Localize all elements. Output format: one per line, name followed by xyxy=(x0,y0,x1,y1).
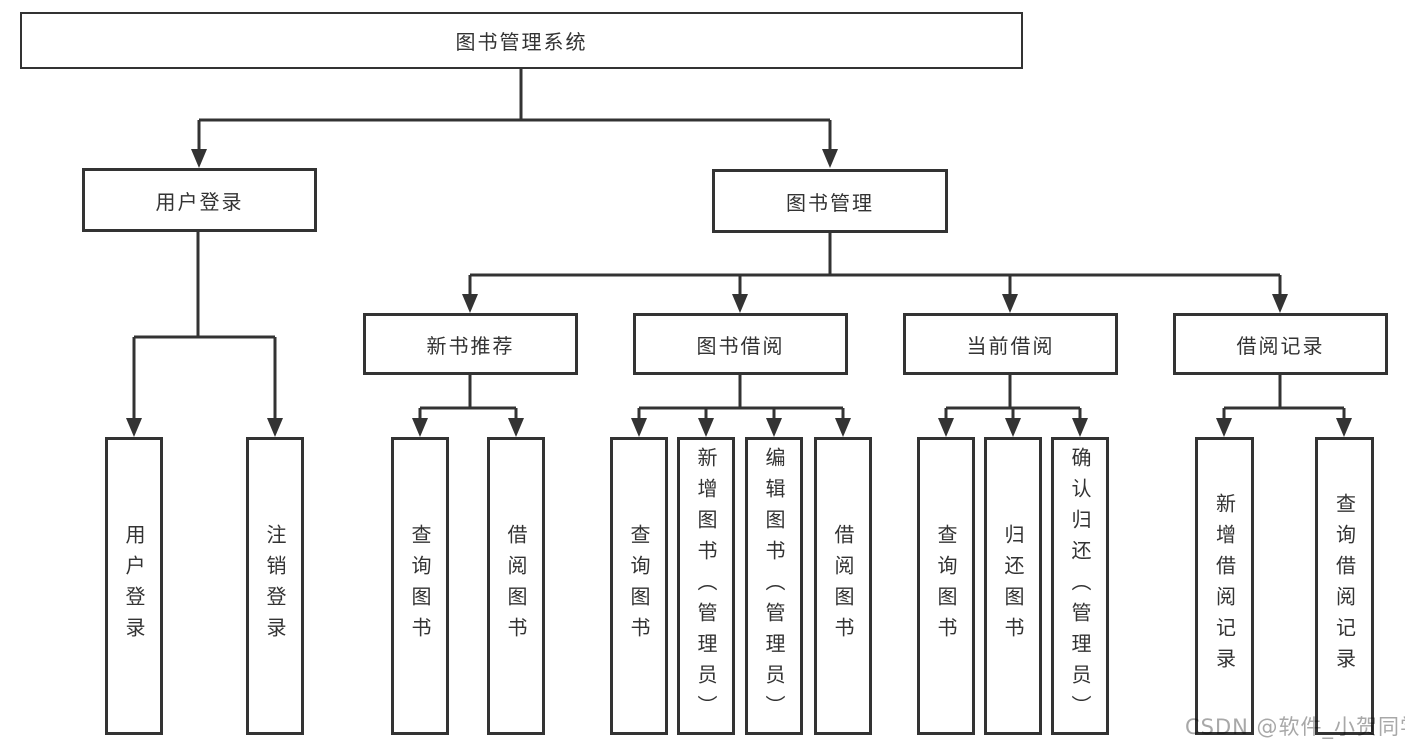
leaf-newbook-borrow-books-label: 借阅图书 xyxy=(504,524,528,648)
arrowheads xyxy=(126,149,1352,437)
leaf-confirm-return-admin-label: 确认归还（管理员） xyxy=(1068,446,1092,726)
leaf-borrow-borrow-books-label: 借阅图书 xyxy=(831,524,855,648)
leaf-return-books-label: 归还图书 xyxy=(1001,524,1025,648)
node-user-login: 用户登录 xyxy=(82,168,317,232)
leaf-newbook-borrow-books: 借阅图书 xyxy=(487,437,545,735)
leaf-user-login: 用户登录 xyxy=(105,437,163,735)
node-new-book-recommend: 新书推荐 xyxy=(363,313,578,375)
leaf-add-borrow-record: 新增借阅记录 xyxy=(1195,437,1254,735)
leaf-user-login-label: 用户登录 xyxy=(122,524,146,648)
leaf-return-books: 归还图书 xyxy=(984,437,1042,735)
leaf-borrow-query-books-label: 查询图书 xyxy=(627,524,651,648)
leaf-add-books-admin: 新增图书（管理员） xyxy=(677,437,735,735)
node-book-management: 图书管理 xyxy=(712,169,948,233)
leaf-borrow-query-books: 查询图书 xyxy=(610,437,668,735)
leaf-current-query-books: 查询图书 xyxy=(917,437,975,735)
leaf-current-query-books-label: 查询图书 xyxy=(934,524,958,648)
leaf-confirm-return-admin: 确认归还（管理员） xyxy=(1051,437,1109,735)
leaf-newbook-query-books-label: 查询图书 xyxy=(408,524,432,648)
leaf-newbook-query-books: 查询图书 xyxy=(391,437,449,735)
leaf-query-borrow-record-label: 查询借阅记录 xyxy=(1332,493,1357,679)
leaf-add-borrow-record-label: 新增借阅记录 xyxy=(1212,493,1237,679)
node-library-system: 图书管理系统 xyxy=(20,12,1023,69)
leaf-borrow-borrow-books: 借阅图书 xyxy=(814,437,872,735)
node-current-borrow: 当前借阅 xyxy=(903,313,1118,375)
leaf-logout-label: 注销登录 xyxy=(263,524,287,648)
leaf-edit-books-admin: 编辑图书（管理员） xyxy=(745,437,803,735)
leaf-edit-books-admin-label: 编辑图书（管理员） xyxy=(762,446,786,726)
node-book-borrow: 图书借阅 xyxy=(633,313,848,375)
leaf-logout: 注销登录 xyxy=(246,437,304,735)
watermark: CSDN @软件_小贺同学 xyxy=(1185,715,1405,739)
node-borrow-records: 借阅记录 xyxy=(1173,313,1388,375)
leaf-query-borrow-record: 查询借阅记录 xyxy=(1315,437,1374,735)
leaf-add-books-admin-label: 新增图书（管理员） xyxy=(694,446,718,726)
